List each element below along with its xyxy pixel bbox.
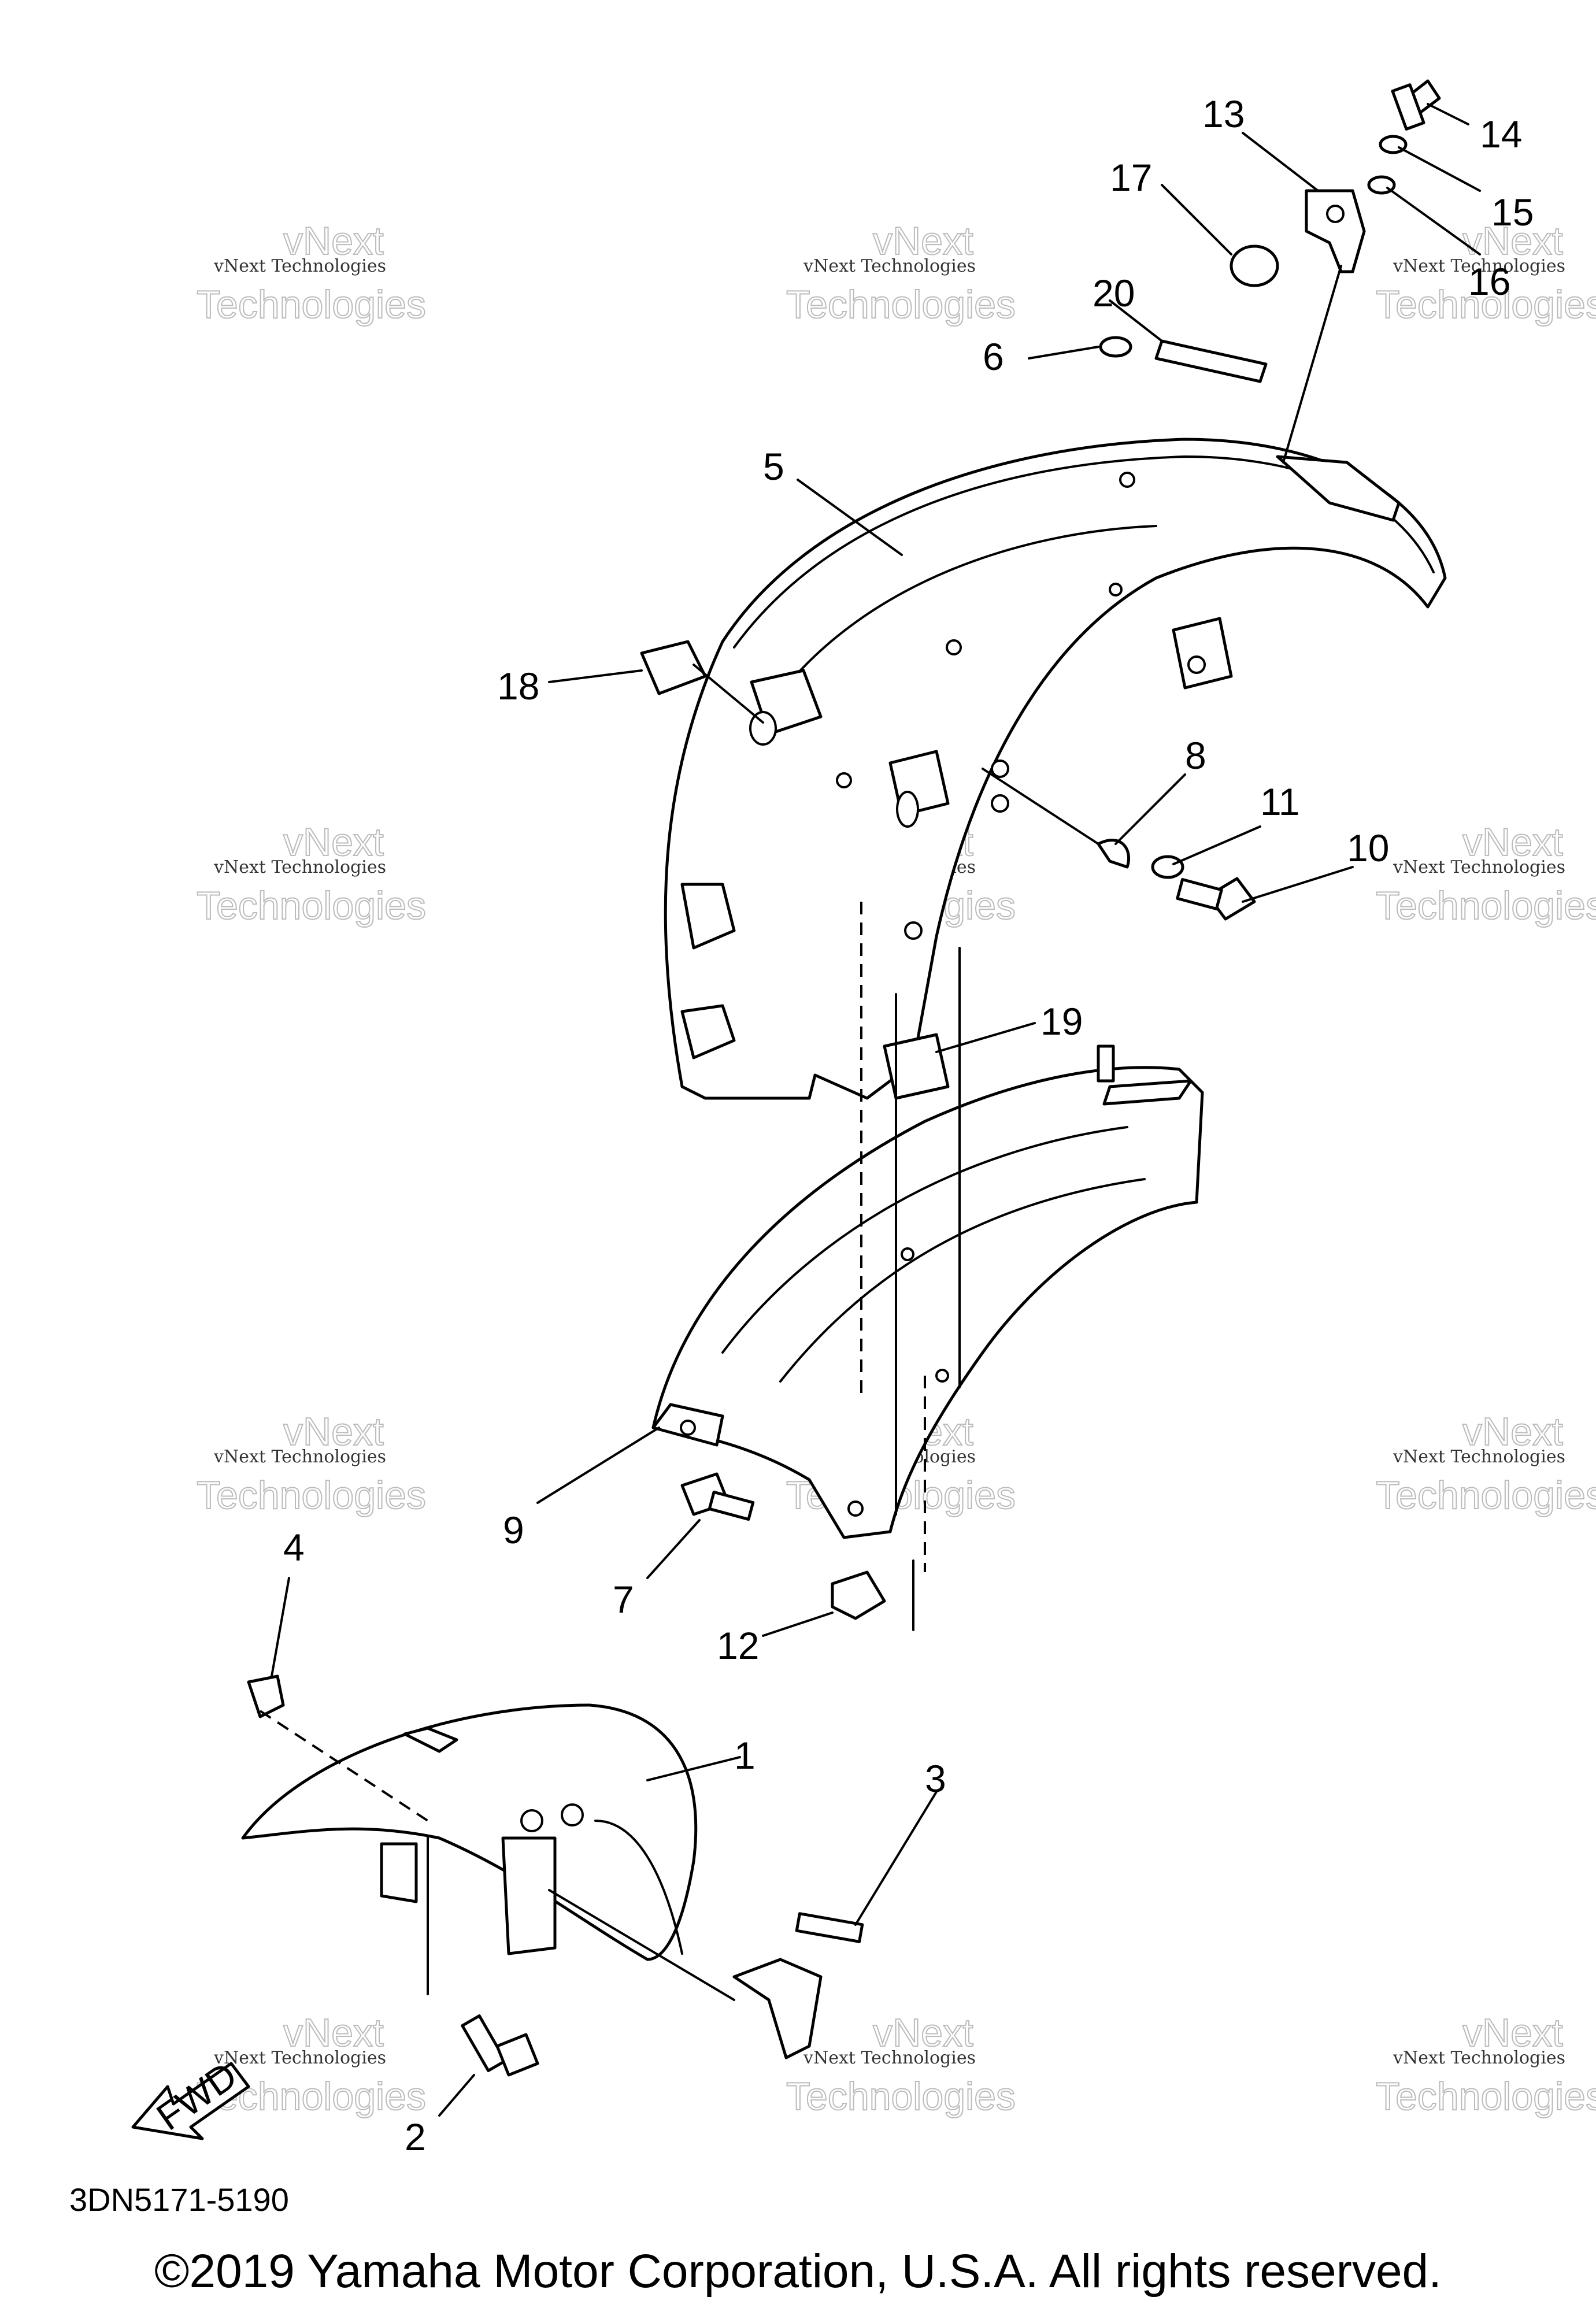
callout-6: 6 [983,335,1004,378]
svg-text:Technologies: Technologies [197,884,426,928]
callout-3: 3 [925,1757,946,1800]
watermark: vNext Technologies vNext Technologies [1375,218,1596,327]
svg-text:vNext: vNext [283,820,384,864]
watermark: vNext Technologies vNext Technologies [1375,1409,1596,1518]
leader-lines [271,103,1481,2117]
svg-text:vNext Technologies: vNext Technologies [1393,256,1565,276]
svg-text:Technologies: Technologies [1376,1473,1596,1517]
svg-text:vNext Technologies: vNext Technologies [213,256,386,276]
svg-text:Technologies: Technologies [197,1473,426,1517]
callout-18: 18 [497,665,539,707]
svg-text:vNext Technologies: vNext Technologies [1393,2048,1565,2068]
callout-11: 11 [1260,780,1300,823]
svg-text:vNext Technologies: vNext Technologies [803,2048,976,2068]
watermark: vNext Technologies vNext Technologies [196,218,427,327]
svg-text:vNext: vNext [1462,2011,1563,2055]
svg-text:vNext Technologies: vNext Technologies [213,857,386,877]
svg-text:vNext Technologies: vNext Technologies [1393,857,1565,877]
svg-text:Technologies: Technologies [1376,2074,1596,2118]
watermark: vNext Technologies vNext Technologies [786,2010,1016,2119]
callouts: 1 2 3 4 5 6 7 8 9 10 11 12 13 14 15 16 1… [283,92,1534,2158]
copyright-notice: ©2019 Yamaha Motor Corporation, U.S.A. A… [154,2245,1442,2298]
svg-text:vNext: vNext [1462,219,1563,263]
watermark: vNext Technologies vNext Technologies [786,218,1016,327]
callout-15: 15 [1491,191,1534,234]
watermark: vNext Technologies vNext Technologies [196,820,427,928]
svg-text:Technologies: Technologies [786,283,1016,327]
watermark: vNext Technologies vNext Technologies [1375,2010,1596,2119]
callout-16: 16 [1468,260,1510,303]
rear-fender [664,438,1447,1100]
callout-9: 9 [503,1509,524,1551]
small-parts [247,79,1441,2077]
callout-5: 5 [763,445,784,488]
callout-20: 20 [1093,272,1135,314]
svg-text:vNext: vNext [283,2011,384,2055]
svg-text:Technologies: Technologies [1376,884,1596,928]
svg-text:vNext Technologies: vNext Technologies [1393,1447,1565,1467]
part-number-range: 3DN5171-5190 [69,2181,289,2218]
callout-12: 12 [717,1624,759,1667]
svg-text:vNext: vNext [283,1410,384,1454]
inner-fender [651,1044,1204,1539]
svg-text:vNext: vNext [873,2011,973,2055]
callout-7: 7 [613,1578,634,1621]
fwd-arrow-icon: FWD [131,2054,250,2140]
callout-19: 19 [1040,1000,1083,1043]
callout-13: 13 [1202,92,1245,135]
svg-text:vNext Technologies: vNext Technologies [213,1447,386,1467]
callout-10: 10 [1347,827,1389,869]
svg-text:vNext: vNext [283,219,384,263]
svg-text:Technologies: Technologies [786,2074,1016,2118]
callout-1: 1 [734,1734,756,1777]
svg-text:vNext Technologies: vNext Technologies [213,2048,386,2068]
svg-text:vNext Technologies: vNext Technologies [803,256,976,276]
svg-text:vNext: vNext [1462,820,1563,864]
callout-14: 14 [1480,113,1522,155]
front-fender [241,1703,698,1961]
svg-text:vNext: vNext [873,219,973,263]
svg-text:Technologies: Technologies [197,283,426,327]
callout-8: 8 [1185,734,1206,777]
svg-text:Technologies: Technologies [1376,283,1596,327]
watermark: vNext Technologies vNext Technologies [196,1409,427,1518]
callout-4: 4 [283,1526,305,1569]
callout-17: 17 [1110,156,1152,199]
watermark: vNext Technologies vNext Technologies [1375,820,1596,928]
svg-text:vNext: vNext [1462,1410,1563,1454]
callout-2: 2 [405,2115,426,2158]
assembly-lines [259,265,1342,2001]
